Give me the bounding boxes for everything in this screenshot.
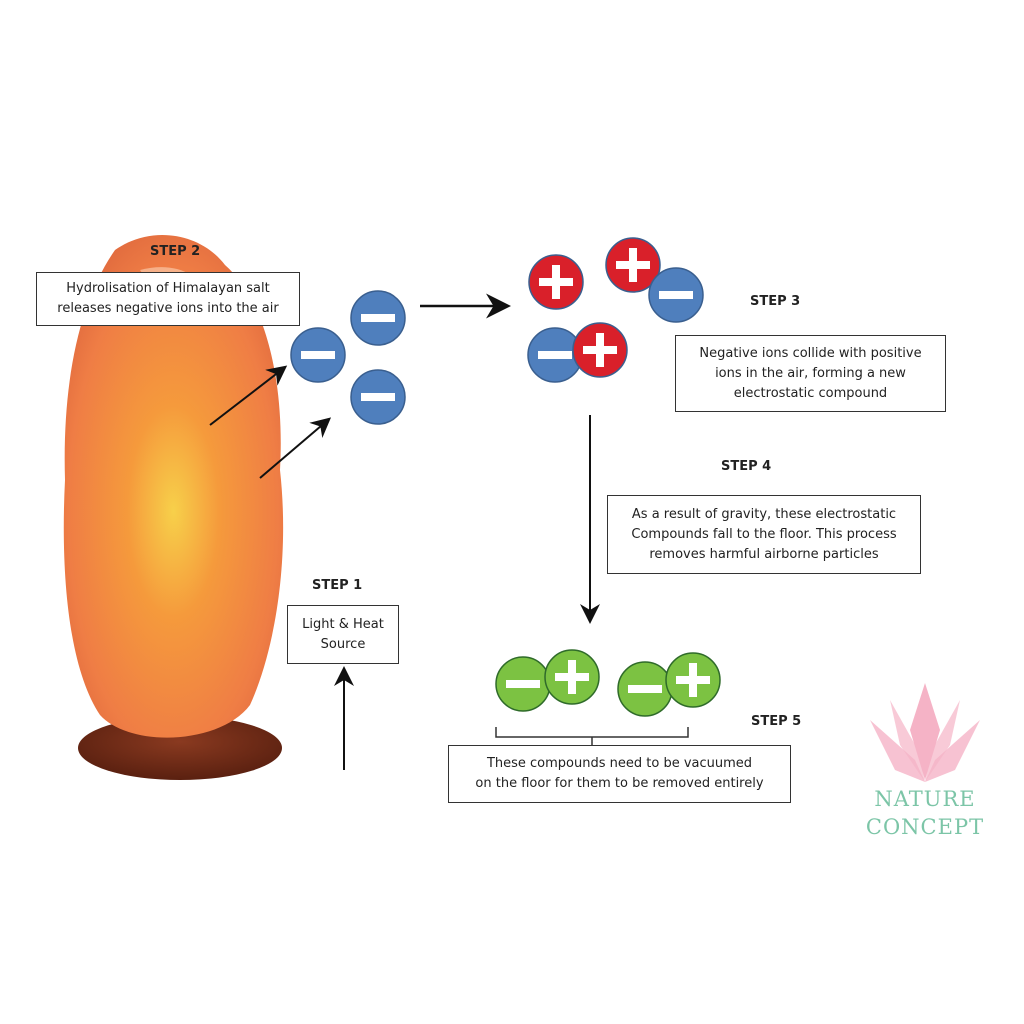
- positive-ion-icon: [605, 237, 661, 293]
- step-1-box: Light & Heat Source: [287, 605, 399, 664]
- step-4-text-line: Compounds fall to the floor. This proces…: [631, 526, 897, 542]
- step-4-label: STEP 4: [721, 459, 772, 474]
- step-5-text-line: on the floor for them to be removed enti…: [475, 776, 764, 791]
- step-3-box: Negative ions collide with positive ions…: [675, 335, 946, 412]
- negative-ion-icon: [350, 369, 406, 425]
- step-5-box: These compounds need to be vacuumed on t…: [448, 745, 791, 803]
- step-3-label: STEP 3: [750, 294, 801, 309]
- negative-ion-icon: [290, 327, 346, 383]
- step-4-text-line: removes harmful airborne particles: [649, 546, 879, 562]
- step-3-text-line: ions in the air, forming a new: [715, 365, 906, 381]
- step-1-label: STEP 1: [312, 578, 363, 593]
- step-1-text-line: Source: [320, 636, 366, 652]
- step-4-text-line: As a result of gravity, these electrosta…: [631, 506, 897, 522]
- negative-ion-icon: [648, 267, 704, 323]
- negative-ion-icon: [350, 290, 406, 346]
- negative-ion-icon: [617, 661, 673, 717]
- step-3-text-line: electrostatic compound: [733, 385, 888, 401]
- step-3-text-line: Negative ions collide with positive: [699, 345, 922, 361]
- nature-concept-logo: NATURE CONCEPT: [850, 785, 1000, 841]
- positive-ion-icon: [544, 649, 600, 705]
- step-2-label: STEP 2: [150, 244, 201, 259]
- step-2-text-line: releases negative ions into the air: [57, 301, 279, 316]
- negative-ion-icon: [495, 656, 551, 712]
- step-5-text-line: These compounds need to be vacuumed: [486, 756, 753, 771]
- logo-text-line1: NATURE: [874, 787, 976, 811]
- positive-ion-icon: [528, 254, 584, 310]
- step-1-text-line: Light & Heat: [302, 616, 384, 632]
- arrow-lamp-to-ions-2: [259, 417, 332, 479]
- step-5-label: STEP 5: [751, 714, 802, 729]
- positive-ion-icon: [572, 322, 628, 378]
- logo-text-line2: CONCEPT: [865, 815, 985, 839]
- ions: [290, 237, 721, 717]
- step-2-box: Hydrolisation of Himalayan salt releases…: [36, 272, 300, 326]
- positive-ion-icon: [665, 652, 721, 708]
- bracket: [495, 727, 689, 745]
- step-2-text-line: Hydrolisation of Himalayan salt: [66, 281, 270, 296]
- arrow-lamp-to-ions-1: [209, 365, 288, 426]
- logo-crystal-icon: [870, 683, 980, 782]
- step-4-box: As a result of gravity, these electrosta…: [607, 495, 921, 574]
